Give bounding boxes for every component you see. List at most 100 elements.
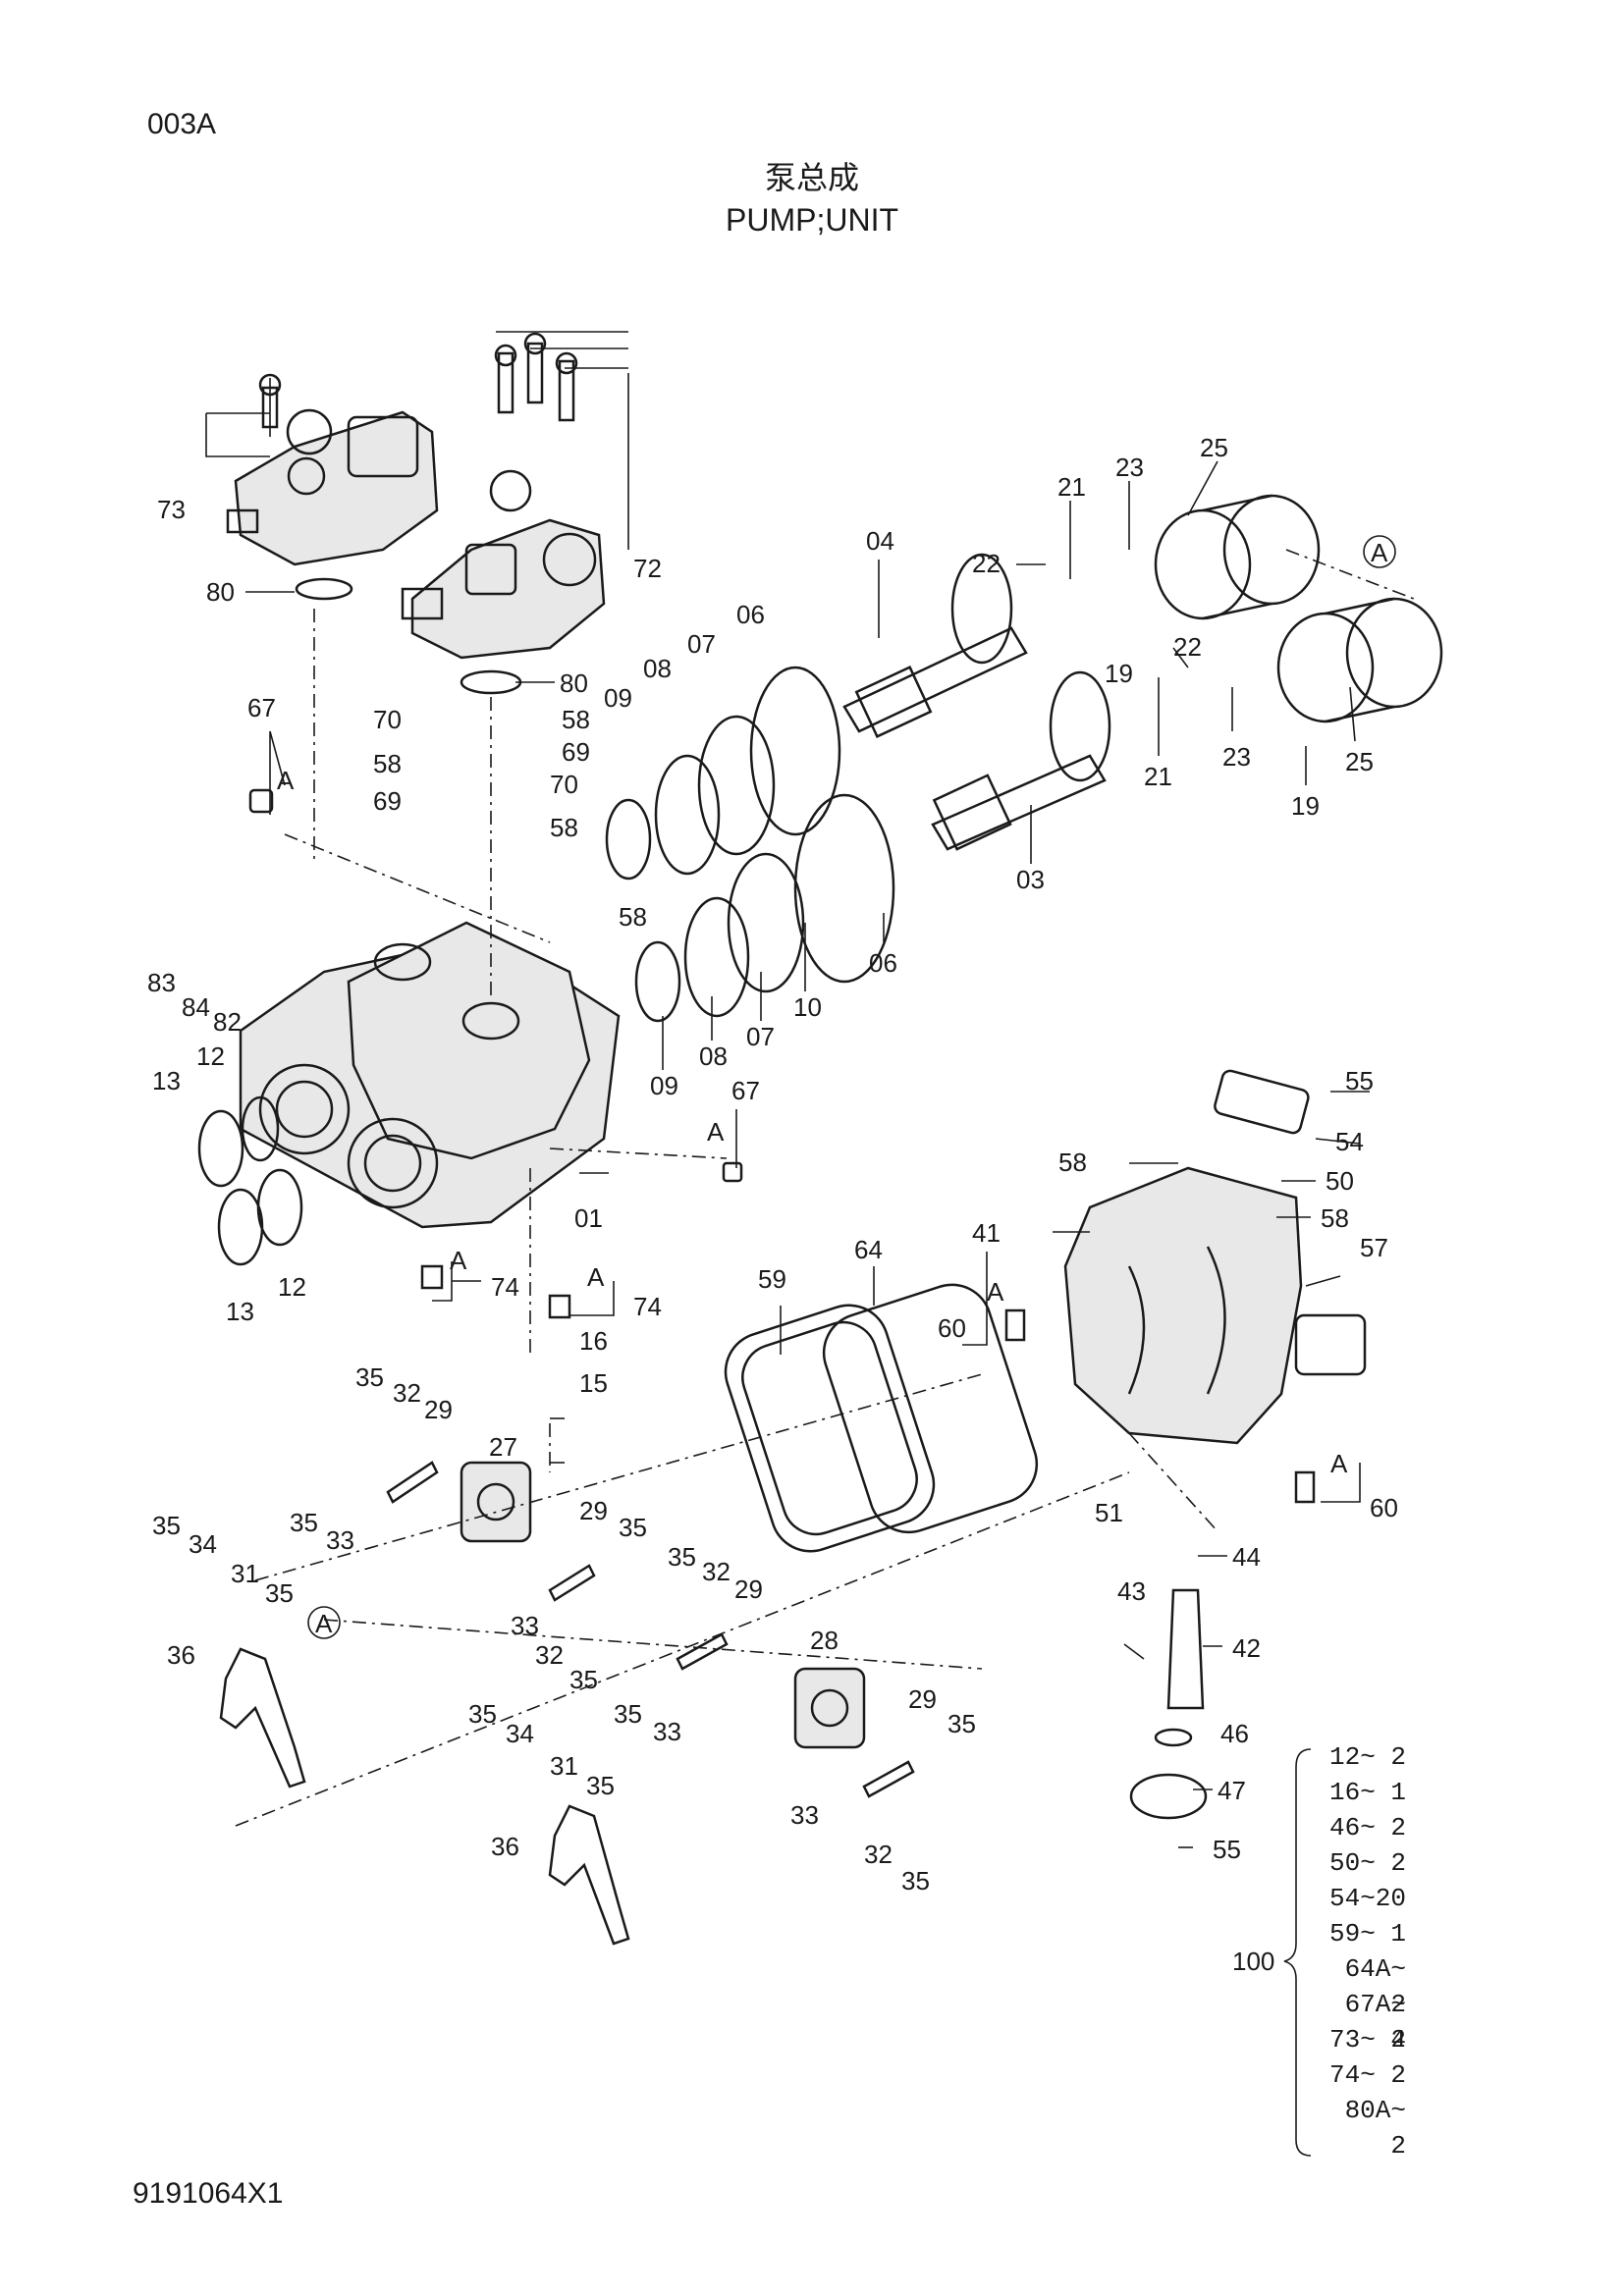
callout: 15 — [579, 1368, 608, 1398]
callout: 33 — [790, 1800, 819, 1830]
callout: 07 — [746, 1022, 775, 1051]
bearings-upper — [605, 666, 841, 881]
callout: 22 — [1173, 632, 1202, 662]
view-marker: A — [1371, 538, 1388, 567]
callout: 82 — [213, 1007, 242, 1037]
callout: 19 — [1291, 791, 1320, 821]
callout: 64 — [854, 1235, 883, 1264]
kit-item: 12~ 2 — [1328, 1742, 1406, 1772]
kit-number: 100 — [1232, 1947, 1274, 1976]
kit-item: 50~ 2 — [1328, 1848, 1406, 1878]
callout: 33 — [326, 1525, 354, 1555]
callout: 12 — [196, 1041, 225, 1071]
callout: 35 — [901, 1866, 930, 1896]
callout: 42 — [1232, 1633, 1261, 1663]
callout: 21 — [1057, 472, 1086, 502]
callout: 74 — [491, 1272, 519, 1302]
callout: 35 — [586, 1771, 615, 1800]
callout: 23 — [1222, 742, 1251, 772]
callout: 35 — [947, 1709, 976, 1738]
callout: 54 — [1335, 1127, 1364, 1156]
kit-item: 16~ 1 — [1328, 1778, 1406, 1807]
callout: 46 — [1220, 1719, 1249, 1748]
callout: 09 — [650, 1071, 678, 1100]
callout: 31 — [550, 1751, 578, 1781]
callout: 06 — [736, 600, 765, 629]
kit-item: 46~ 2 — [1328, 1813, 1406, 1842]
callout: 57 — [1360, 1233, 1388, 1262]
callout: 13 — [152, 1066, 181, 1095]
callout: 58 — [550, 813, 578, 842]
leader-lines — [205, 331, 1370, 1848]
regulator-left — [226, 373, 439, 566]
callout: 06 — [869, 948, 897, 978]
callout: 60 — [938, 1313, 966, 1343]
callout: 29 — [908, 1684, 937, 1714]
callout: 01 — [574, 1203, 603, 1233]
view-marker: A — [277, 766, 295, 795]
callout: 33 — [511, 1611, 539, 1640]
callout: 23 — [1115, 453, 1144, 482]
callout: 47 — [1218, 1776, 1246, 1805]
kit-brace: 100 — [1232, 1748, 1312, 2157]
seal-gaskets — [724, 1283, 1039, 1553]
callout: 35 — [569, 1665, 598, 1694]
callout: 59 — [758, 1264, 786, 1294]
cylinder-blocks — [1154, 494, 1443, 723]
callout: 43 — [1117, 1576, 1146, 1606]
valve-cover — [1063, 1166, 1367, 1445]
callout: 08 — [643, 654, 672, 683]
callout: 29 — [579, 1496, 608, 1525]
callout: 36 — [491, 1832, 519, 1861]
callout: 35 — [668, 1542, 696, 1572]
callout: 36 — [167, 1640, 195, 1670]
callout: 04 — [866, 526, 894, 556]
callout: 25 — [1345, 747, 1374, 776]
callout: 69 — [373, 786, 402, 816]
callout: 19 — [1105, 659, 1133, 688]
title-chinese: 泵总成 — [764, 160, 859, 195]
callout: 35 — [265, 1578, 294, 1608]
callout: 27 — [489, 1432, 517, 1462]
callout: 35 — [614, 1699, 642, 1729]
kit-item: 67A~ 2 — [1344, 1990, 1406, 2055]
callout: 58 — [1321, 1203, 1349, 1233]
callout: 58 — [373, 749, 402, 778]
callout: 51 — [1095, 1498, 1123, 1527]
callout: 34 — [189, 1529, 217, 1559]
center-lines — [235, 549, 1415, 1827]
callout: 32 — [702, 1557, 731, 1586]
callout: 41 — [972, 1218, 1001, 1248]
callout: 58 — [1058, 1148, 1087, 1177]
callout: 12 — [278, 1272, 306, 1302]
callout: 35 — [355, 1362, 384, 1392]
view-marker: A — [450, 1246, 467, 1275]
callout: 03 — [1016, 865, 1045, 894]
callout: 29 — [734, 1575, 763, 1604]
title-english: PUMP;UNIT — [726, 202, 898, 238]
kit-item: 59~ 1 — [1328, 1919, 1406, 1949]
callout: 67 — [731, 1076, 760, 1105]
callout: 08 — [699, 1041, 728, 1071]
kit-item: 74~ 2 — [1328, 2060, 1406, 2090]
callout: 80 — [560, 668, 588, 698]
view-marker: A — [1330, 1449, 1348, 1478]
regulator-right — [401, 332, 606, 660]
callout: 31 — [231, 1559, 259, 1588]
document-number: 9191064X1 — [133, 2177, 284, 2210]
callout: 50 — [1326, 1166, 1354, 1196]
callout: 58 — [562, 705, 590, 734]
kit-item: 64A~ 2 — [1344, 1954, 1406, 2019]
reference-markers: A A A A A A A A — [277, 535, 1396, 1639]
kit-quantity-list: 12~ 2 16~ 1 46~ 2 50~ 2 54~20 59~ 1 64A~… — [1316, 1739, 1406, 2161]
drive-shafts — [842, 553, 1111, 851]
bearings-lower — [634, 793, 895, 1023]
callout: 67 — [247, 693, 276, 722]
callout: 58 — [619, 902, 647, 932]
kit-item: 80A~ 2 — [1344, 2096, 1406, 2161]
pump-casing — [239, 921, 621, 1229]
callout: 32 — [535, 1640, 564, 1670]
callout: 32 — [393, 1378, 421, 1408]
